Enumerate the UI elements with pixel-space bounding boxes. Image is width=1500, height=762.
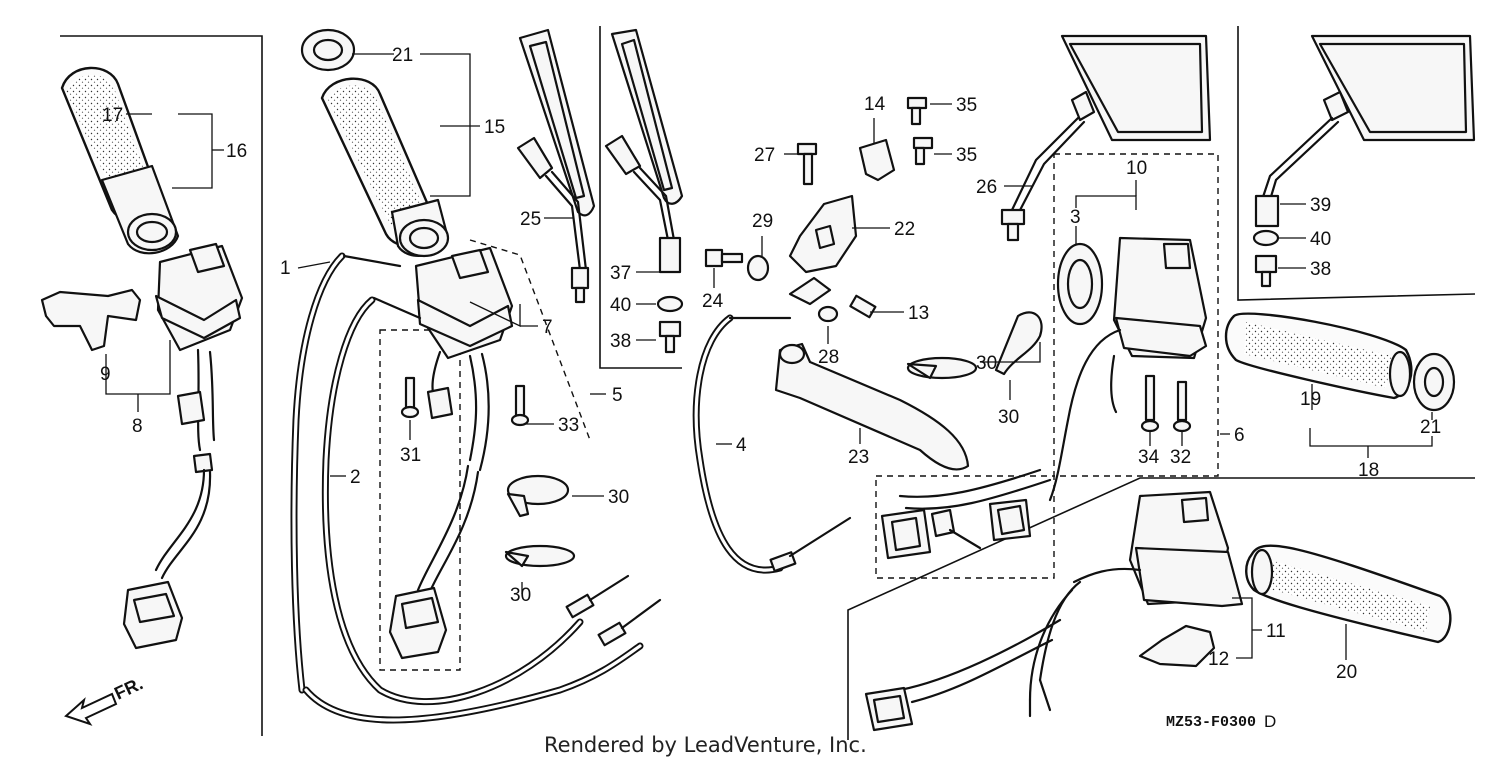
callout-35: 35 <box>956 95 977 116</box>
grip-20 <box>1245 544 1452 644</box>
callout-28: 28 <box>818 347 839 368</box>
grip-19-and-end-21 <box>1224 312 1456 412</box>
callout-30: 30 <box>976 353 997 374</box>
right-switch-housing-7 <box>388 246 514 660</box>
callout-11: 11 <box>1266 621 1286 642</box>
callout-32: 32 <box>1170 447 1191 468</box>
callout-15: 15 <box>484 117 505 138</box>
clutch-cable-4 <box>692 314 852 574</box>
callout-24: 24 <box>702 291 724 312</box>
callout-2: 2 <box>350 467 361 488</box>
callout-26: 26 <box>976 177 997 198</box>
diagram-code-text: MZ53-F0300 <box>1166 714 1256 731</box>
screws-31-33 <box>400 376 530 427</box>
callout-31: 31 <box>400 445 421 466</box>
cable-bands-middle <box>504 474 576 568</box>
callout-10: 10 <box>1126 158 1147 179</box>
callout-30: 30 <box>608 487 629 508</box>
right-mirror-37 <box>604 28 684 354</box>
mirror-39 <box>1252 34 1476 288</box>
mirror-26 <box>1000 34 1212 242</box>
callout-23: 23 <box>848 447 869 468</box>
right-switch-10 <box>1048 236 1208 502</box>
callout-30: 30 <box>510 585 531 606</box>
direction-label: FR. <box>111 673 146 703</box>
callout-12: 12 <box>1208 649 1229 670</box>
callout-13: 13 <box>908 303 929 324</box>
callout-34: 34 <box>1138 447 1160 468</box>
callout-29: 29 <box>752 211 773 232</box>
callout-40: 40 <box>610 295 631 316</box>
leader-lines <box>105 53 1433 660</box>
callout-18: 18 <box>1358 460 1379 481</box>
callout-40: 40 <box>1310 229 1331 250</box>
callout-4: 4 <box>736 435 747 456</box>
left-switch-housing <box>40 242 244 650</box>
callout-16: 16 <box>226 141 247 162</box>
callout-9: 9 <box>100 364 111 385</box>
callout-14: 14 <box>864 94 886 115</box>
callout-7: 7 <box>542 317 553 338</box>
cable-bands-right <box>906 311 1043 380</box>
right-switch-11 <box>864 490 1244 732</box>
callout-35: 35 <box>956 145 977 166</box>
callout-19: 19 <box>1300 389 1321 410</box>
callout-21: 21 <box>1420 417 1441 438</box>
callout-37: 37 <box>610 263 631 284</box>
callout-1: 1 <box>280 258 291 279</box>
clutch-lever-assembly <box>704 96 970 471</box>
throttle-cables <box>290 252 662 724</box>
rendered-by-credit: Rendered by LeadVenture, Inc. <box>544 733 867 757</box>
callout-3: 3 <box>1070 207 1081 228</box>
callout-6: 6 <box>1234 425 1245 446</box>
panel-frames <box>60 26 1476 740</box>
callout-38: 38 <box>610 331 631 352</box>
callout-8: 8 <box>132 416 143 437</box>
callout-labels: 21 15 17 16 1 7 25 37 40 38 5 9 8 31 33 … <box>100 45 1441 683</box>
right-throttle-grip-15 <box>300 28 450 258</box>
callout-27: 27 <box>754 145 775 166</box>
left-grip-assembly <box>60 66 180 255</box>
callout-30: 30 <box>998 407 1019 428</box>
callout-17: 17 <box>102 105 123 126</box>
diagram-code-suffix: D <box>1264 712 1276 731</box>
callout-21: 21 <box>392 45 413 66</box>
front-direction-arrow: FR. <box>64 673 146 726</box>
callout-38: 38 <box>1310 259 1331 280</box>
left-mirror-25 <box>516 28 596 304</box>
callout-25: 25 <box>520 209 541 230</box>
callout-5: 5 <box>612 385 623 406</box>
callout-20: 20 <box>1336 662 1357 683</box>
callout-39: 39 <box>1310 195 1331 216</box>
connectors-box <box>880 468 1052 560</box>
callout-33: 33 <box>558 415 579 436</box>
callout-22: 22 <box>894 219 915 240</box>
diagram-code: MZ53-F0300 D <box>1166 712 1276 731</box>
